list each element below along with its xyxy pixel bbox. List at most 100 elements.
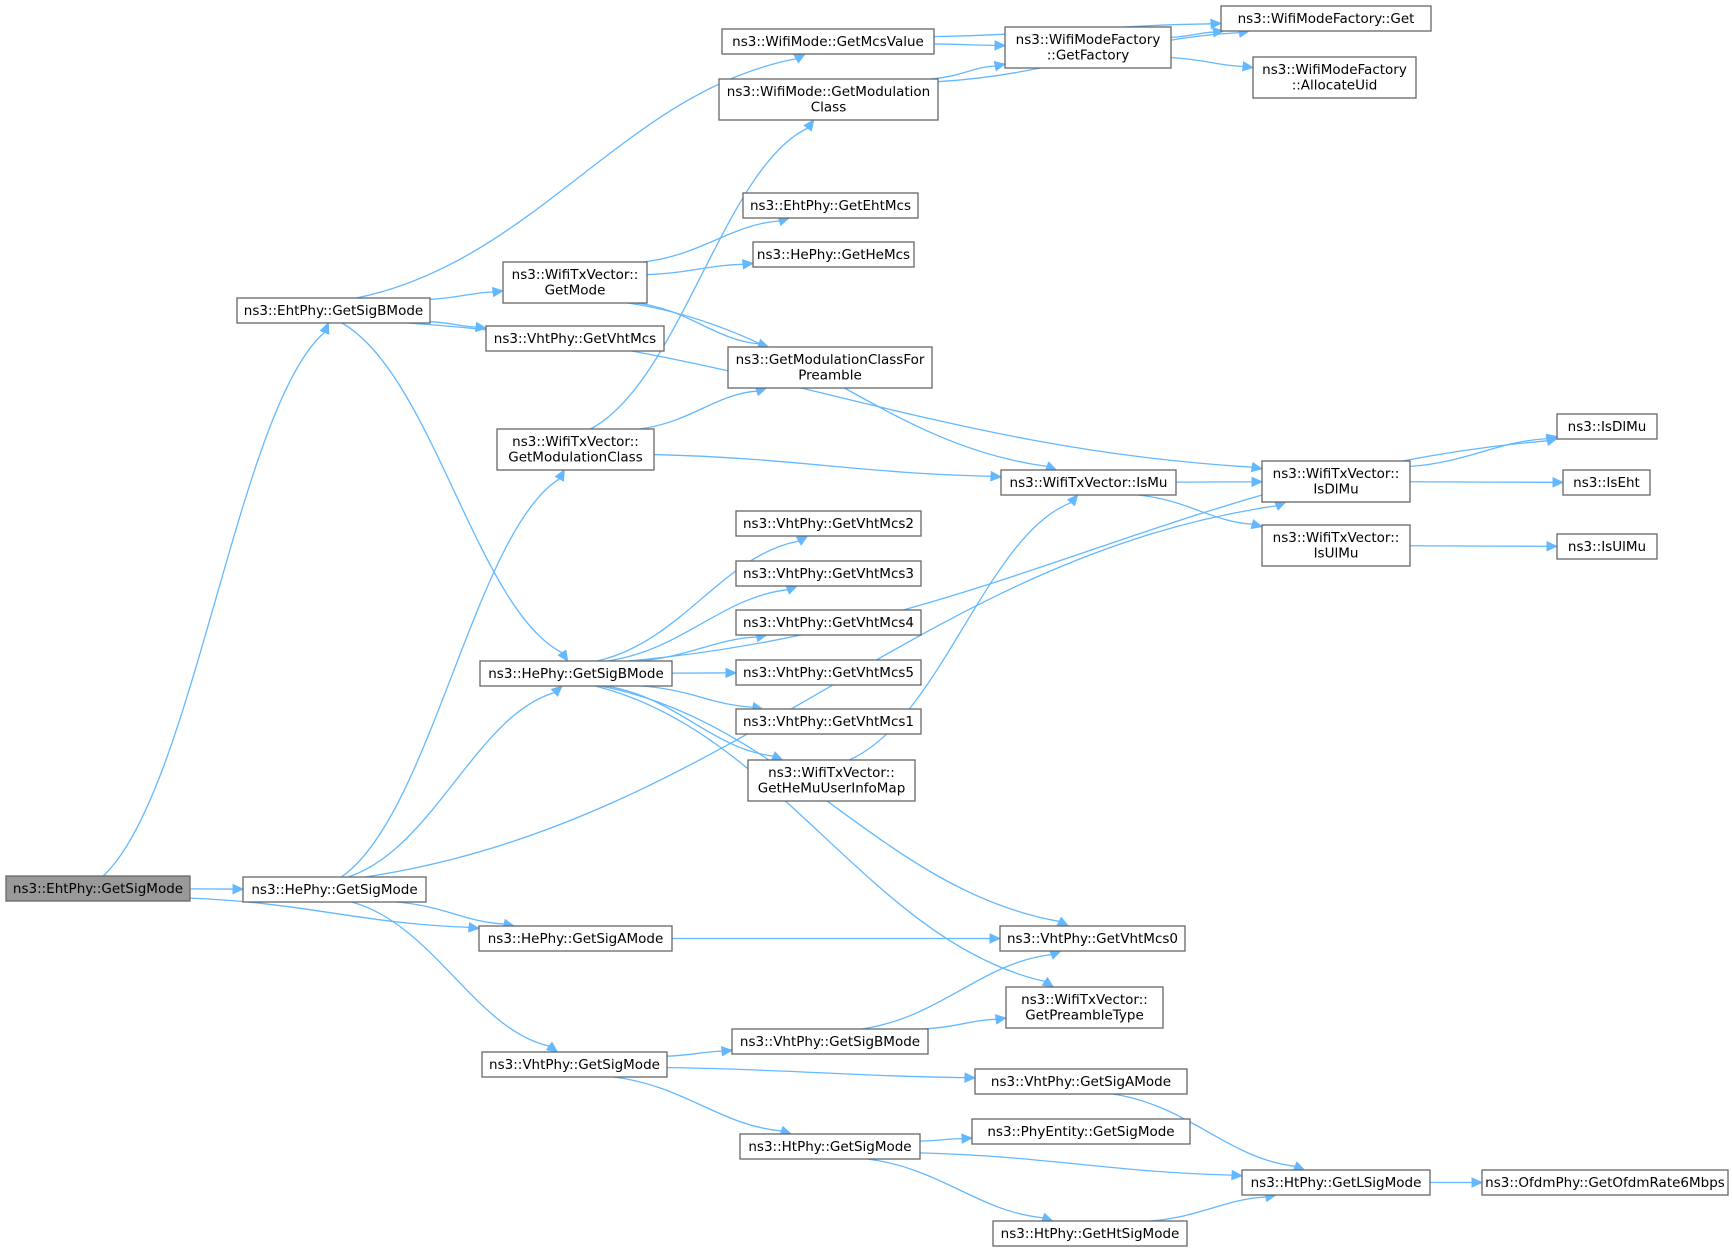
- node-vht2[interactable]: ns3::VhtPhy::GetVhtMcs2: [735, 510, 922, 537]
- node-label: ns3::HtPhy::GetHtSigMode: [1001, 1226, 1180, 1242]
- node-box: [481, 1051, 668, 1078]
- edge-txv_modclass-to-modclass: [590, 119, 815, 430]
- edge-he_sigb-to-vht5: [671, 667, 738, 679]
- node-hemcs[interactable]: ns3::HePhy::GetHeMcs: [752, 241, 915, 268]
- node-box: [992, 1220, 1188, 1247]
- edge-he_sig-to-txv_isdlmu: [365, 501, 1287, 878]
- edge-he_sigb-to-vht1: [641, 685, 764, 713]
- node-box: [478, 925, 673, 952]
- node-box: [735, 560, 922, 587]
- node-box: [974, 1068, 1188, 1095]
- node-box: [1241, 1169, 1431, 1196]
- node-box: [731, 1028, 929, 1055]
- node-label: ns3::HePhy::GetHeMcs: [757, 247, 910, 263]
- node-label: Class: [811, 100, 847, 116]
- node-label: ::AllocateUid: [1292, 78, 1378, 94]
- call-edges: [102, 18, 1565, 1223]
- node-vht3[interactable]: ns3::VhtPhy::GetVhtMcs3: [735, 560, 922, 587]
- edge-ht_sig-to-htsig: [867, 1158, 1054, 1223]
- node-label: ns3::VhtPhy::GetSigMode: [489, 1057, 660, 1073]
- node-ofdm6[interactable]: ns3::OfdmPhy::GetOfdmRate6Mbps: [1481, 1169, 1729, 1196]
- edge-txv_isulmu-to-isulmu: [1409, 541, 1559, 552]
- node-vhtmcs[interactable]: ns3::VhtPhy::GetVhtMcs: [485, 325, 665, 352]
- edge-ismu-to-txv_isulmu: [1137, 494, 1264, 530]
- node-label: ns3::HePhy::GetSigAMode: [488, 931, 664, 947]
- node-label: ns3::VhtPhy::GetSigBMode: [740, 1034, 920, 1050]
- node-vht0[interactable]: ns3::VhtPhy::GetVhtMcs0: [999, 925, 1186, 952]
- node-label: ns3::WifiTxVector::: [512, 267, 639, 283]
- edge-he_sig-to-vht_sig: [351, 901, 559, 1053]
- edge-txv_modclass-to-modpre: [639, 386, 768, 430]
- node-fget[interactable]: ns3::WifiModeFactory::Get: [1220, 5, 1432, 32]
- node-label: ::GetFactory: [1047, 48, 1129, 64]
- node-htsig[interactable]: ns3::HtPhy::GetHtSigMode: [992, 1220, 1188, 1247]
- node-label: ns3::WifiTxVector::IsMu: [1010, 475, 1168, 491]
- node-txv_modclass[interactable]: ns3::WifiTxVector::GetModulationClass: [496, 428, 655, 471]
- node-box: [5, 875, 191, 902]
- node-label: ns3::VhtPhy::GetVhtMcs1: [743, 714, 914, 730]
- node-pretype[interactable]: ns3::WifiTxVector::GetPreambleType: [1005, 986, 1164, 1029]
- edge-lsig-to-ofdm6: [1430, 1177, 1484, 1188]
- node-box: [502, 261, 648, 304]
- node-box: [1261, 460, 1411, 503]
- node-mcsval[interactable]: ns3::WifiMode::GetMcsValue: [721, 28, 935, 55]
- node-box: [1005, 986, 1164, 1029]
- node-ehtmcs[interactable]: ns3::EhtPhy::GetEhtMcs: [742, 192, 919, 219]
- node-modclass[interactable]: ns3::WifiMode::GetModulationClass: [718, 78, 939, 121]
- node-label: ns3::WifiTxVector::: [768, 765, 895, 781]
- node-label: ns3::WifiModeFactory::Get: [1238, 11, 1415, 27]
- node-txv_isdlmu[interactable]: ns3::WifiTxVector::IsDlMu: [1261, 460, 1411, 503]
- node-isulmu[interactable]: ns3::IsUlMu: [1556, 533, 1658, 560]
- node-box: [727, 346, 933, 389]
- node-ismu[interactable]: ns3::WifiTxVector::IsMu: [1000, 469, 1177, 496]
- node-txv_isulmu[interactable]: ns3::WifiTxVector::IsUlMu: [1261, 524, 1411, 567]
- edge-txv_getmode-to-hemcs: [646, 259, 755, 276]
- node-label: ns3::WifiModeFactory: [1262, 62, 1407, 78]
- node-ht_sig[interactable]: ns3::HtPhy::GetSigMode: [739, 1133, 921, 1160]
- node-txv_getmode[interactable]: ns3::WifiTxVector::GetMode: [502, 261, 648, 304]
- node-label: ns3::IsDlMu: [1568, 419, 1647, 435]
- node-eht_sigb[interactable]: ns3::EhtPhy::GetSigBMode: [236, 297, 431, 324]
- node-label: ns3::EhtPhy::GetSigMode: [13, 881, 183, 897]
- edge-root-to-he_siga: [189, 897, 481, 933]
- node-label: GetMode: [545, 283, 606, 299]
- node-lsig[interactable]: ns3::HtPhy::GetLSigMode: [1241, 1169, 1431, 1196]
- node-he_siga[interactable]: ns3::HePhy::GetSigAMode: [478, 925, 673, 952]
- node-vht_sig[interactable]: ns3::VhtPhy::GetSigMode: [481, 1051, 668, 1078]
- node-box: [752, 241, 915, 268]
- node-root[interactable]: ns3::EhtPhy::GetSigMode: [5, 875, 191, 902]
- node-hemu[interactable]: ns3::WifiTxVector::GetHeMuUserInfoMap: [747, 759, 916, 802]
- node-isdlmu[interactable]: ns3::IsDlMu: [1556, 413, 1658, 440]
- edge-vht_sig-to-vht_sigb: [666, 1046, 734, 1057]
- node-box: [735, 659, 922, 686]
- node-vht1[interactable]: ns3::VhtPhy::GetVhtMcs1: [735, 708, 922, 735]
- node-box: [1220, 5, 1432, 32]
- node-box: [242, 876, 427, 903]
- node-box: [1481, 1169, 1729, 1196]
- node-factory[interactable]: ns3::WifiModeFactory::GetFactory: [1004, 26, 1172, 69]
- edge-he_sigb-to-pretype: [594, 685, 1055, 988]
- node-label: ns3::VhtPhy::GetVhtMcs: [494, 331, 656, 347]
- node-label: ns3::OfdmPhy::GetOfdmRate6Mbps: [1485, 1175, 1725, 1191]
- node-alloc[interactable]: ns3::WifiModeFactory::AllocateUid: [1252, 56, 1417, 99]
- call-nodes: ns3::EhtPhy::GetSigMode ns3::EhtPhy::GetS…: [5, 5, 1729, 1247]
- node-label: ns3::WifiTxVector::: [1273, 530, 1400, 546]
- node-vht4[interactable]: ns3::VhtPhy::GetVhtMcs4: [735, 609, 922, 636]
- node-box: [479, 660, 673, 687]
- node-iseht[interactable]: ns3::IsEht: [1562, 469, 1651, 496]
- node-label: ns3::HtPhy::GetSigMode: [748, 1139, 911, 1155]
- node-label: ns3::HePhy::GetSigBMode: [488, 666, 664, 682]
- node-box: [742, 192, 919, 219]
- node-he_sig[interactable]: ns3::HePhy::GetSigMode: [242, 876, 427, 903]
- node-label: ns3::WifiMode::GetModulation: [727, 84, 930, 100]
- node-label: ns3::IsEht: [1573, 475, 1640, 491]
- node-label: ns3::VhtPhy::GetVhtMcs4: [743, 615, 914, 631]
- node-vht5[interactable]: ns3::VhtPhy::GetVhtMcs5: [735, 659, 922, 686]
- node-label: ns3::EhtPhy::GetEhtMcs: [750, 198, 911, 214]
- node-pe_sig[interactable]: ns3::PhyEntity::GetSigMode: [971, 1118, 1191, 1145]
- node-vht_sigb[interactable]: ns3::VhtPhy::GetSigBMode: [731, 1028, 929, 1055]
- node-he_sigb[interactable]: ns3::HePhy::GetSigBMode: [479, 660, 673, 687]
- node-vht_siga[interactable]: ns3::VhtPhy::GetSigAMode: [974, 1068, 1188, 1095]
